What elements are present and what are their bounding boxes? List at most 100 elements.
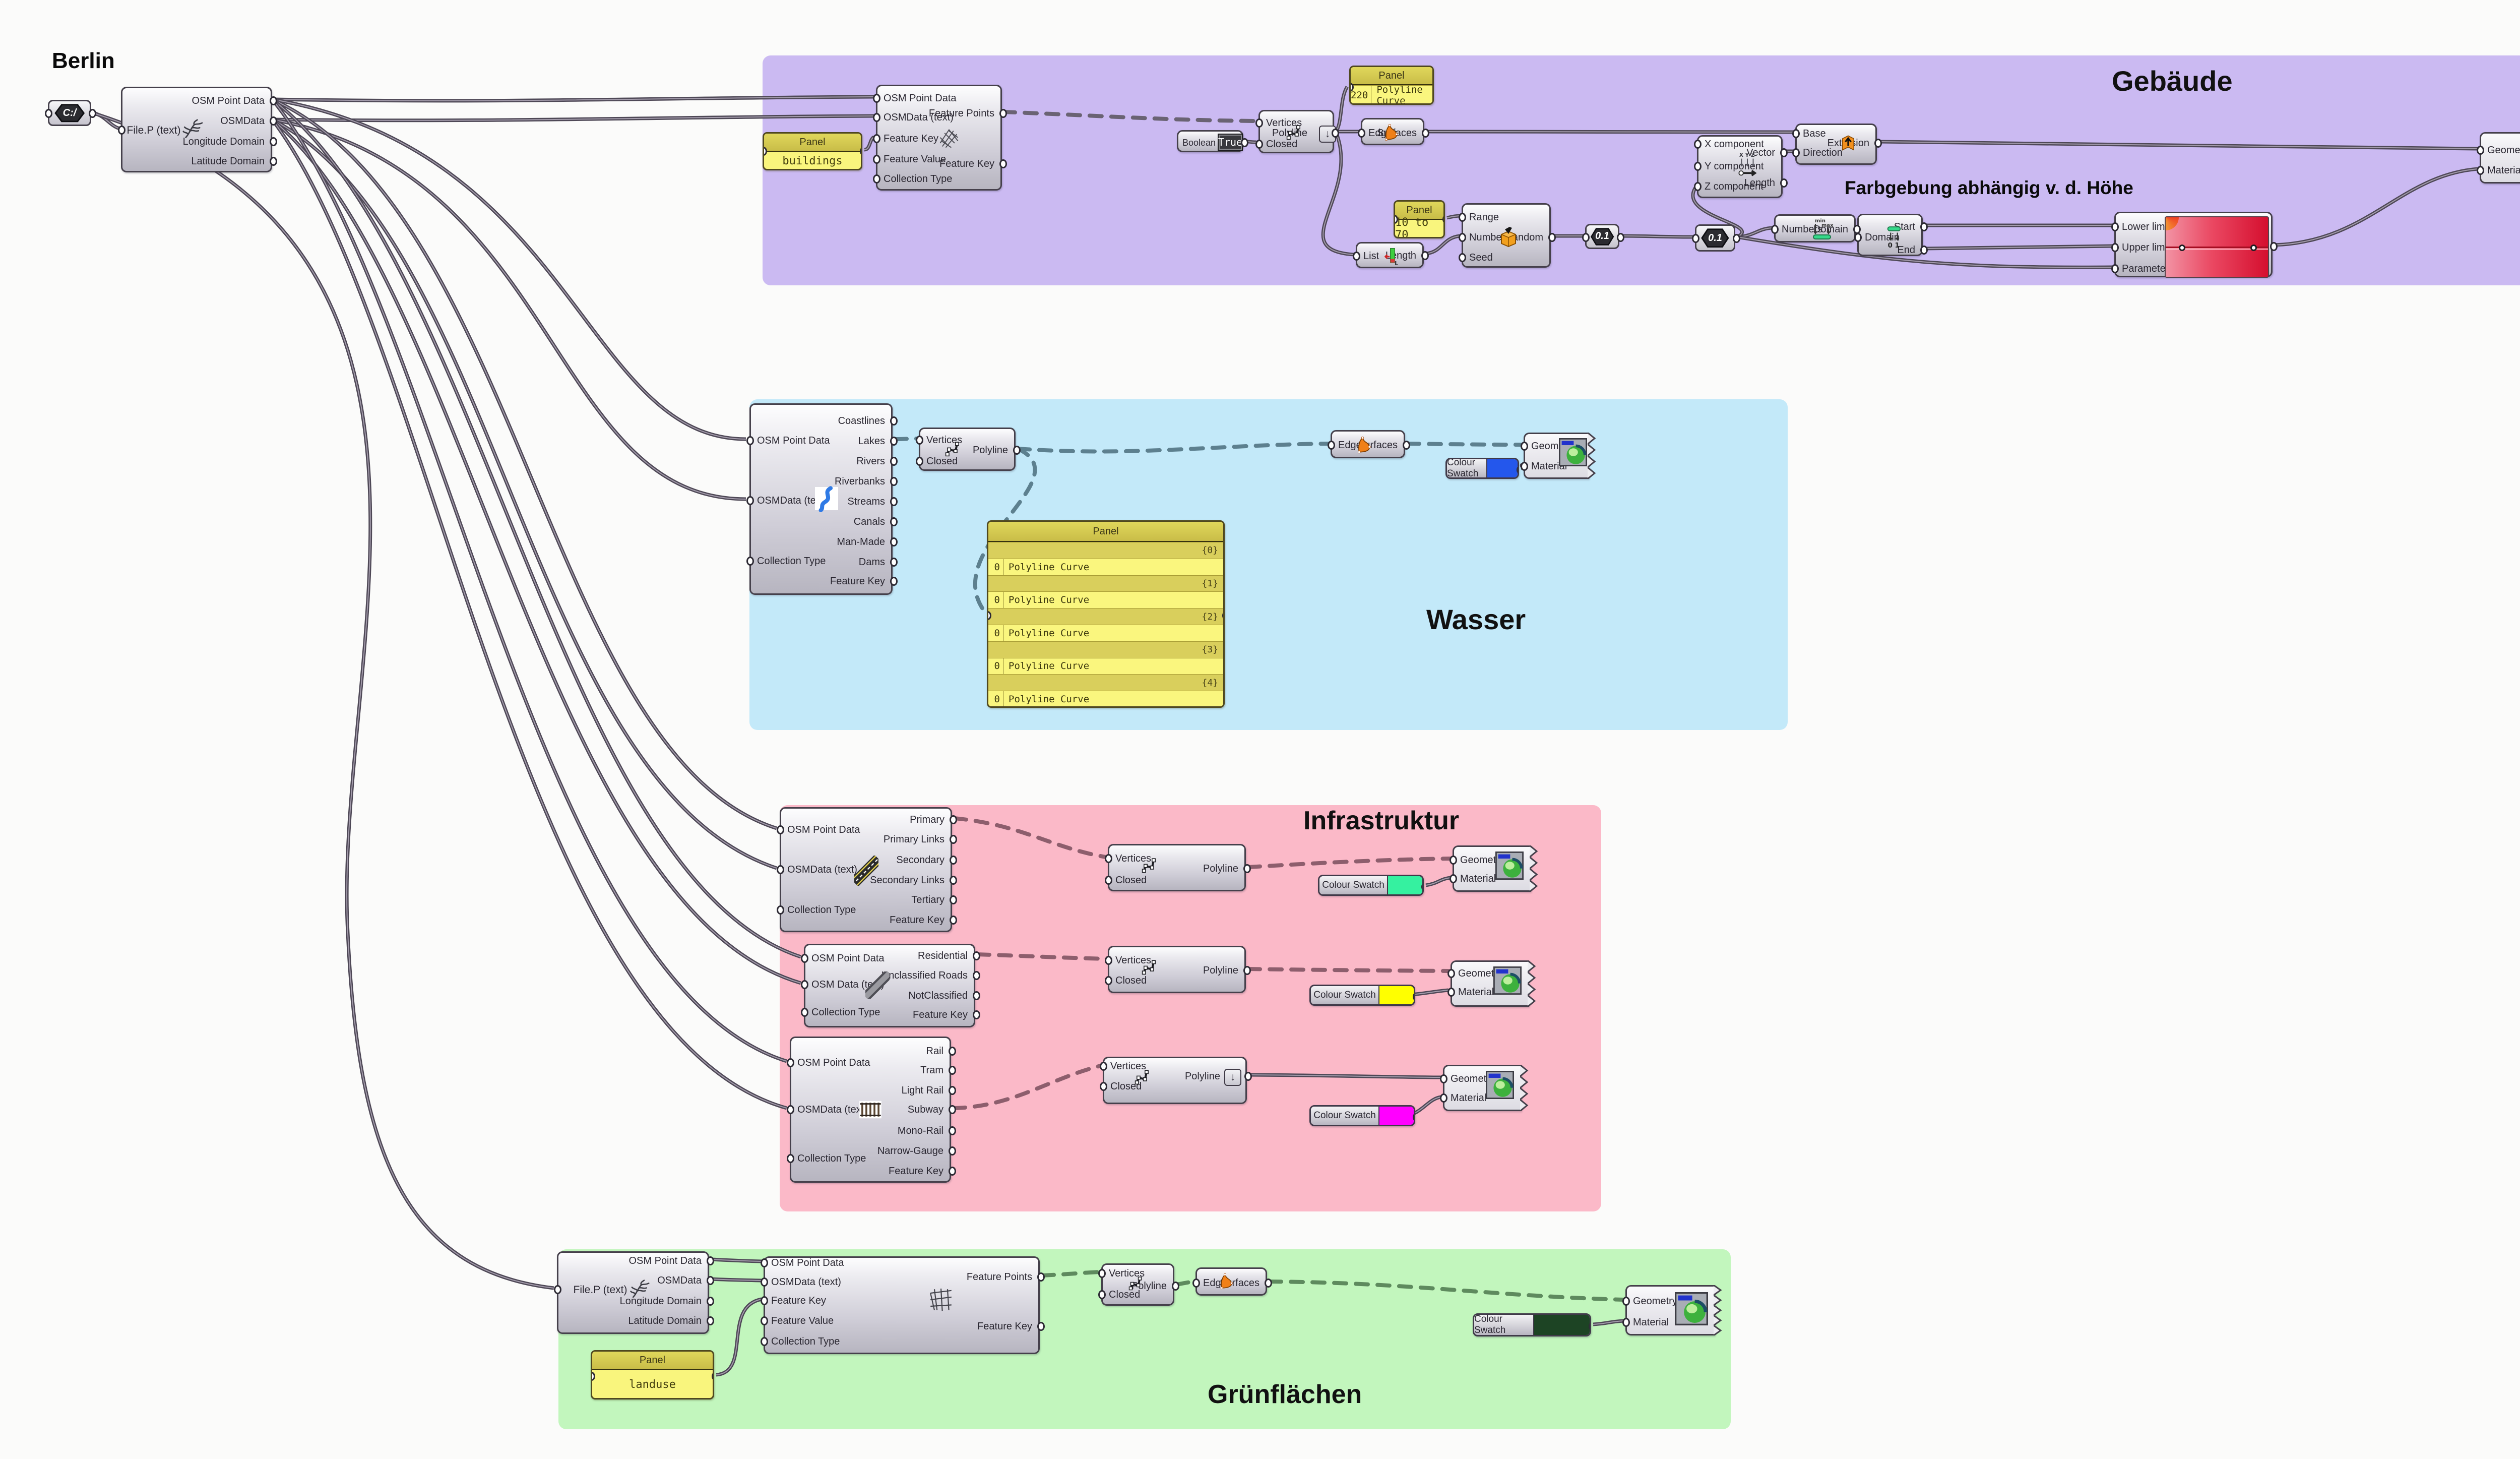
unit-z-vector-component-input-port[interactable] <box>1694 140 1702 149</box>
osm-rail-component-output-port[interactable] <box>949 1086 956 1095</box>
expression-node-b[interactable]: 0.1 <box>1692 224 1740 252</box>
osm-buildings-component-input-port[interactable] <box>873 94 880 103</box>
custom-preview-gruen-input-port[interactable] <box>1622 1318 1630 1327</box>
gradient-component-grip[interactable] <box>2179 245 2185 251</box>
polyline-component-wasser-output-port[interactable] <box>1013 446 1021 455</box>
file-path-node-output-port[interactable] <box>89 109 96 118</box>
polyline-component-rail-input-port[interactable] <box>1100 1082 1107 1091</box>
osm-roads-residential-component-output-port[interactable] <box>973 991 980 1000</box>
colour-swatch-gruen[interactable]: Colour Swatch <box>1473 1313 1591 1336</box>
osm-landuse-component-input-port[interactable] <box>761 1278 768 1287</box>
osm-roads-residential-component-input-port[interactable] <box>801 980 808 989</box>
osm-roads-residential-component-output-port[interactable] <box>973 971 980 980</box>
import-osm-component-gruen-input-port[interactable] <box>554 1285 561 1294</box>
expression-node-b-output-port[interactable] <box>1733 234 1740 243</box>
colour-swatch-roads2[interactable]: Colour Swatch <box>1309 985 1415 1006</box>
custom-preview-roads2-input-port[interactable] <box>1447 969 1455 978</box>
deconstruct-domain-component-output-port[interactable] <box>1920 246 1928 255</box>
bounds-component-input-port[interactable] <box>1771 225 1779 234</box>
boundary-surfaces-gruen-output-port[interactable] <box>1265 1279 1272 1288</box>
osm-buildings-component-input-port[interactable] <box>873 113 880 122</box>
polyline-component-gruen-input-port[interactable] <box>1098 1290 1106 1299</box>
osm-buildings-component-output-port[interactable] <box>999 109 1007 118</box>
osm-roads-residential-component-output-port[interactable] <box>973 951 980 960</box>
osm-rail-component-output-port[interactable] <box>949 1066 956 1075</box>
colour-swatch-rail[interactable]: Colour Swatch <box>1309 1105 1415 1126</box>
polyline-component-gebaeude-input-port[interactable] <box>1255 140 1263 149</box>
import-osm-component-berlin-output-port[interactable] <box>270 137 277 146</box>
random-component-input-port[interactable] <box>1459 253 1466 262</box>
osm-buildings-component-input-port[interactable] <box>873 174 880 184</box>
gradient-component-input-port[interactable] <box>2111 243 2119 252</box>
osm-water-component-output-port[interactable] <box>890 457 898 466</box>
osm-rail-component-input-port[interactable] <box>787 1154 794 1163</box>
osm-water-component-output-port[interactable] <box>890 477 898 486</box>
custom-preview-gebaeude-input-port[interactable] <box>2477 166 2484 175</box>
osm-water-component-output-port[interactable] <box>890 497 898 506</box>
colour-swatch-wasser-colour[interactable] <box>1487 459 1518 477</box>
unit-z-vector-component-output-port[interactable] <box>1780 178 1788 188</box>
boundary-surfaces-gebaeude-output-port[interactable] <box>1422 129 1429 138</box>
polyline-component-rail-flatten-button[interactable]: ↓ <box>1224 1069 1241 1086</box>
colour-swatch-roads1[interactable]: Colour Swatch <box>1318 875 1424 896</box>
osm-rail-component-output-port[interactable] <box>949 1167 956 1176</box>
random-component-input-port[interactable] <box>1459 233 1466 242</box>
panel-10-to-70-content[interactable]: 10 to 70 <box>1395 216 1429 238</box>
osm-water-component-output-port[interactable] <box>890 558 898 567</box>
import-osm-component-berlin-output-port[interactable] <box>270 157 277 166</box>
gradient-component-input-port[interactable] <box>2111 222 2119 231</box>
extrusion-component[interactable]: BaseDirectionExtrusion <box>1792 124 1882 165</box>
osm-roads-primary-component-input-port[interactable] <box>777 825 784 834</box>
polyline-component-rail-input-port[interactable] <box>1100 1062 1107 1071</box>
polyline-component-gruen-input-port[interactable] <box>1098 1269 1106 1278</box>
osm-water-component-output-port[interactable] <box>890 416 898 425</box>
polyline-component-roads1-input-port[interactable] <box>1105 876 1112 885</box>
osm-rail-component-output-port[interactable] <box>949 1126 956 1135</box>
polyline-component-roads2-output-port[interactable] <box>1243 966 1251 975</box>
osm-rail-component-input-port[interactable] <box>787 1105 794 1114</box>
colour-swatch-gruen-colour[interactable] <box>1534 1315 1590 1335</box>
polyline-component-roads2-input-port[interactable] <box>1105 976 1112 985</box>
osm-landuse-component-input-port[interactable] <box>761 1258 768 1267</box>
list-length-component-input-port[interactable] <box>1353 252 1360 261</box>
file-path-node[interactable]: C:/ <box>45 100 96 126</box>
import-osm-component-gruen-output-port[interactable] <box>707 1276 714 1285</box>
polyline-component-roads2-input-port[interactable] <box>1105 956 1112 965</box>
panel-landuse-content[interactable]: landuse <box>629 1378 676 1391</box>
osm-rail-component-output-port[interactable] <box>949 1105 956 1114</box>
random-component-output-port[interactable] <box>1548 233 1556 242</box>
osm-rail-component-output-port[interactable] <box>949 1047 956 1056</box>
import-osm-component-gruen-output-port[interactable] <box>707 1256 714 1265</box>
osm-roads-residential-component-output-port[interactable] <box>973 1010 980 1019</box>
custom-preview-wasser-input-port[interactable] <box>1521 442 1528 451</box>
expression-node-b-input-port[interactable] <box>1692 234 1699 243</box>
osm-roads-primary-component-output-port[interactable] <box>950 895 957 904</box>
osm-buildings-component-output-port[interactable] <box>999 159 1007 168</box>
gradient-component-input-port[interactable] <box>2111 264 2119 273</box>
expression-node-a-input-port[interactable] <box>1582 233 1590 242</box>
